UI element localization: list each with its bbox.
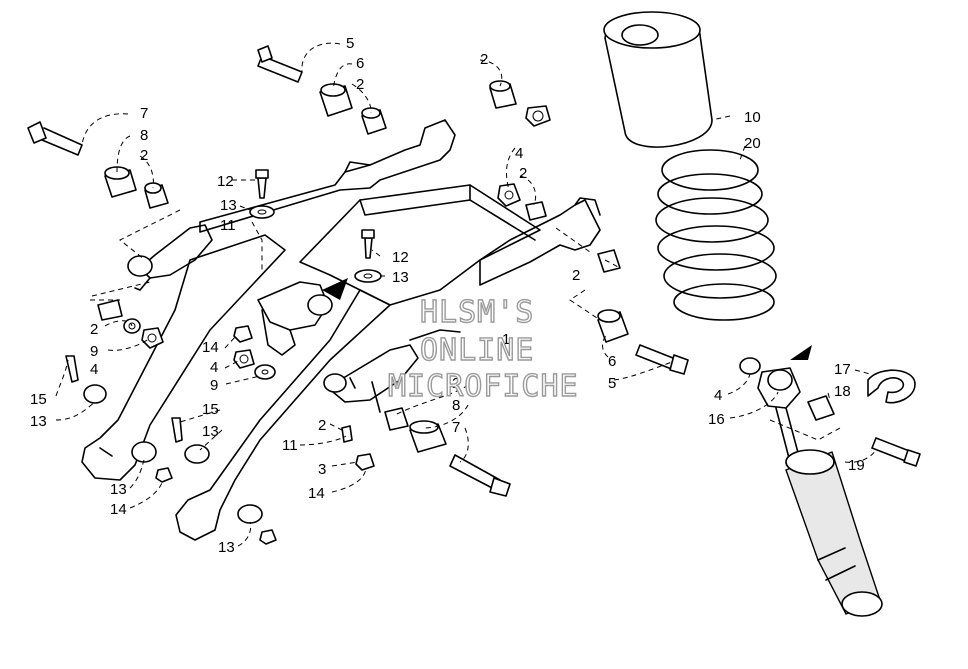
- shock-body: [739, 357, 883, 617]
- callout-10: 10: [744, 109, 761, 126]
- callout-13-b: 13: [392, 269, 409, 286]
- watermark: HLSM'S ONLINE MICROFICHE: [387, 294, 579, 404]
- callout-2-upright: 2: [480, 51, 488, 68]
- callout-8-low: 8: [452, 397, 460, 414]
- bushing-2-right: [597, 249, 621, 273]
- nut-4-upright: [525, 105, 551, 127]
- callout-13-a: 13: [220, 197, 237, 214]
- callout-14-mid: 14: [202, 339, 219, 356]
- nut-14-low: [355, 453, 375, 471]
- callout-11-a: 11: [220, 217, 236, 234]
- callout-12-b: 12: [392, 249, 409, 266]
- callout-14-bl: 14: [110, 501, 127, 518]
- callout-13-bottom: 13: [218, 539, 235, 556]
- washer-13-left: [83, 384, 107, 404]
- callout-5-right: 5: [608, 375, 616, 392]
- callout-16: 16: [708, 411, 725, 428]
- nut-4-mid: [233, 349, 255, 369]
- callout-2-lowmid: 2: [318, 417, 326, 434]
- callout-13-bl: 13: [110, 481, 127, 498]
- washer-9-mid: [254, 364, 276, 380]
- bushing-2-upright2: [525, 201, 547, 221]
- callout-2-low: 2: [452, 375, 460, 392]
- arrow-marker-mid: [322, 278, 348, 300]
- callout-6-top: 6: [356, 55, 364, 72]
- bushing-6-top: [319, 83, 353, 117]
- bolt-5-right: [635, 344, 689, 375]
- nut-4-midleft: [141, 327, 164, 349]
- callout-13-mid: 13: [202, 423, 219, 440]
- watermark-line-3: MICROFICHE: [388, 369, 579, 404]
- bushing-6-right: [597, 309, 629, 343]
- callout-labels: 5 6 2 7 8 2 2 4 2 12 13 11 12 13 2 10 20…: [30, 35, 865, 556]
- watermark-line-2: ONLINE: [420, 333, 534, 368]
- callout-15-mid: 15: [202, 401, 219, 418]
- nut-14-bottom: [259, 529, 277, 545]
- clip-17: [867, 369, 916, 404]
- callout-2-left: 2: [140, 147, 148, 164]
- callout-9-mid: 9: [210, 377, 218, 394]
- bolt-7-left: [27, 121, 83, 156]
- bushing-2-low: [384, 407, 409, 431]
- washer-13-a: [249, 205, 275, 219]
- callout-19: 19: [848, 457, 865, 474]
- arrow-marker-right: [790, 345, 812, 360]
- swing-arm-frame: [81, 119, 601, 541]
- spring-20: [655, 149, 777, 321]
- callout-8-left: 8: [140, 127, 148, 144]
- callout-4-mid: 4: [210, 359, 218, 376]
- bushing-2-midleft: [97, 299, 123, 321]
- callout-4-shock: 4: [714, 387, 722, 404]
- leader-lines: [55, 42, 877, 547]
- bushing-8-low: [409, 420, 447, 453]
- bolt-7-low: [449, 454, 511, 497]
- callout-20: 20: [744, 135, 761, 152]
- callout-4-upright: 4: [515, 145, 523, 162]
- bushing-8-left: [104, 166, 137, 198]
- bushing-2-left: [144, 182, 169, 209]
- bolt-15-left: [65, 355, 79, 383]
- callout-6-right: 6: [608, 353, 616, 370]
- bolt-15-mid: [171, 417, 183, 443]
- bushing-2-upright: [489, 80, 517, 109]
- bump-stop-10: [603, 11, 713, 148]
- callout-12-a: 12: [217, 173, 234, 190]
- callout-5-top: 5: [346, 35, 354, 52]
- callout-13-left: 13: [30, 413, 47, 430]
- callout-4-midleft: 4: [90, 361, 98, 378]
- nut-14-bl: [155, 467, 173, 483]
- callout-1: 1: [502, 331, 510, 348]
- callout-7-left: 7: [140, 105, 148, 122]
- nut-14-mid: [233, 325, 253, 343]
- callout-2-right: 2: [572, 267, 580, 284]
- callout-3: 3: [318, 461, 326, 478]
- washer-13-b: [354, 269, 382, 283]
- callout-2-top: 2: [356, 76, 364, 93]
- callout-17: 17: [834, 361, 851, 378]
- callout-9-midleft: 9: [90, 343, 98, 360]
- pin-3: [341, 425, 353, 443]
- callout-2-upright2: 2: [519, 165, 527, 182]
- washer-13-mid: [184, 444, 210, 464]
- callout-15-left: 15: [30, 391, 47, 408]
- bushing-2-top: [361, 107, 387, 135]
- watermark-line-1: HLSM'S: [420, 295, 534, 330]
- bolt-12-b: [361, 229, 375, 259]
- nut-4-upright2: [497, 183, 521, 207]
- washer-13-bl: [131, 441, 157, 463]
- bushing-18: [807, 395, 835, 421]
- callout-2-midleft: 2: [90, 321, 98, 338]
- callout-7-low: 7: [452, 419, 460, 436]
- bolt-12-a: [255, 169, 269, 199]
- callout-11-b: 11: [282, 437, 298, 454]
- callout-14-low: 14: [308, 485, 325, 502]
- washer-13-bottom: [237, 504, 263, 524]
- bolt-19: [871, 437, 921, 467]
- upper-bolt-5: [257, 45, 303, 83]
- callout-18: 18: [834, 383, 851, 400]
